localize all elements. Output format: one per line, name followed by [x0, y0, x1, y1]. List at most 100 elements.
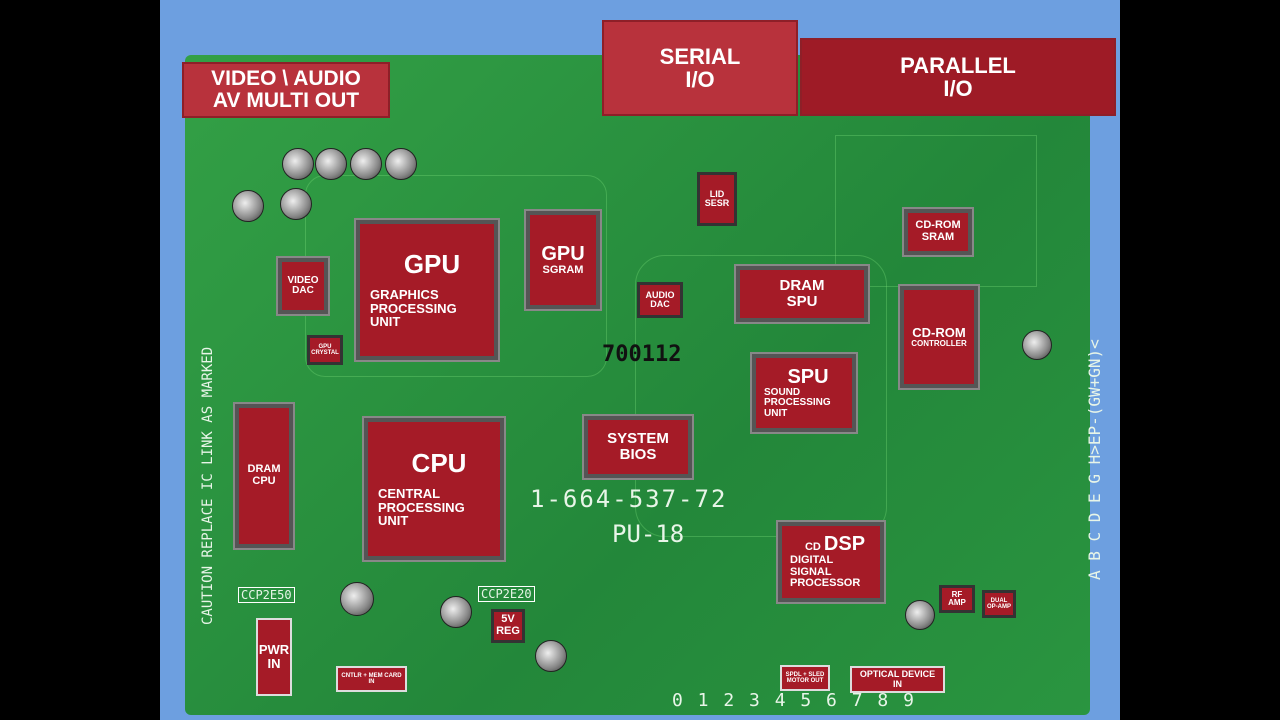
label: RF: [951, 589, 963, 599]
label: SRAM: [921, 231, 955, 243]
capacitor: [535, 640, 567, 672]
label: UNIT: [764, 407, 788, 419]
serial-io-connector: SERIAL I/O: [602, 20, 798, 116]
edge-letters: A B C D E G H>EP-(GW+GN)<: [1085, 339, 1104, 580]
label: CD-ROM: [912, 324, 966, 340]
label: AMP: [948, 598, 966, 607]
capacitor: [315, 148, 347, 180]
label: I/O: [685, 67, 715, 92]
label: PROCESSING: [764, 397, 831, 409]
label: SPU: [787, 365, 829, 388]
label: GPU: [541, 242, 585, 265]
label: CD-ROM: [915, 219, 961, 232]
label: SOUND: [764, 386, 801, 398]
ccp-label: CCP2E50: [238, 587, 295, 603]
capacitor: [905, 600, 935, 630]
label: OP-AMP: [987, 604, 1011, 610]
digit-row: 0 1 2 3 4 5 6 7 8 9: [672, 690, 916, 711]
label: AUDIO: [645, 289, 675, 300]
label: BIOS: [619, 446, 657, 463]
part-number: 1-664-537-72: [530, 485, 728, 513]
label: IN: [893, 678, 902, 689]
label: SERIAL: [659, 43, 741, 69]
label: GRAPHICS: [370, 287, 439, 303]
label: PROCESSING: [370, 300, 457, 316]
label: DIGITAL: [790, 554, 834, 567]
label: IN: [267, 656, 281, 671]
label: CPU: [411, 447, 467, 478]
label: GPU: [318, 343, 332, 350]
capacitor: [280, 188, 312, 220]
label: VIDEO: [287, 274, 319, 286]
label: GPU: [403, 248, 461, 279]
capacitor: [350, 148, 382, 180]
label: LID: [709, 188, 725, 199]
capacitor: [232, 190, 264, 222]
label: PROCESSING: [378, 499, 465, 515]
capacitor: [282, 148, 314, 180]
label: UNIT: [370, 314, 401, 330]
label: SESR: [704, 198, 730, 208]
label: AV MULTI OUT: [212, 89, 360, 112]
label: PWR: [258, 642, 290, 658]
label: SGRAM: [542, 263, 584, 276]
caution-text: CAUTION REPLACE IC LINK AS MARKED: [200, 346, 216, 625]
label: OPTICAL DEVICE: [859, 669, 936, 680]
label: DRAM: [247, 463, 281, 476]
label: SPU: [786, 293, 818, 310]
label: DRAM: [779, 277, 825, 295]
label: I/O: [943, 76, 973, 101]
label: DSP: [823, 533, 866, 556]
label: MOTOR OUT: [786, 678, 824, 684]
label: UNIT: [378, 513, 409, 529]
capacitor: [440, 596, 472, 628]
capacitor: [340, 582, 374, 616]
label: CRYSTAL: [311, 350, 339, 356]
label: CENTRAL: [378, 486, 441, 502]
label: PROCESSOR: [790, 577, 861, 590]
ccp-label: CCP2E20: [478, 586, 535, 602]
label: DAC: [292, 285, 314, 296]
label: DUAL: [990, 597, 1008, 604]
label: SYSTEM: [607, 430, 669, 448]
label: CPU: [252, 475, 276, 487]
capacitor: [385, 148, 417, 180]
label: IN: [368, 679, 375, 685]
label: CD: [804, 541, 821, 554]
capacitor: [1022, 330, 1052, 360]
label: PARALLEL: [900, 52, 1016, 78]
label: DAC: [650, 299, 670, 309]
label: CONTROLLER: [911, 338, 967, 348]
serial-number: 700112: [602, 342, 682, 367]
label: SPDL + SLED: [785, 671, 825, 678]
label: 5V: [501, 613, 515, 626]
parallel-io-connector: PARALLEL I/O: [800, 38, 1116, 116]
label: REG: [496, 625, 520, 637]
label: CNTLR + MEM CARD: [341, 672, 402, 679]
label: SIGNAL: [790, 565, 832, 578]
av-multi-out-connector: VIDEO \ AUDIO AV MULTI OUT: [182, 62, 390, 118]
label: VIDEO \ AUDIO: [211, 66, 361, 90]
board-name: PU-18: [612, 520, 685, 548]
